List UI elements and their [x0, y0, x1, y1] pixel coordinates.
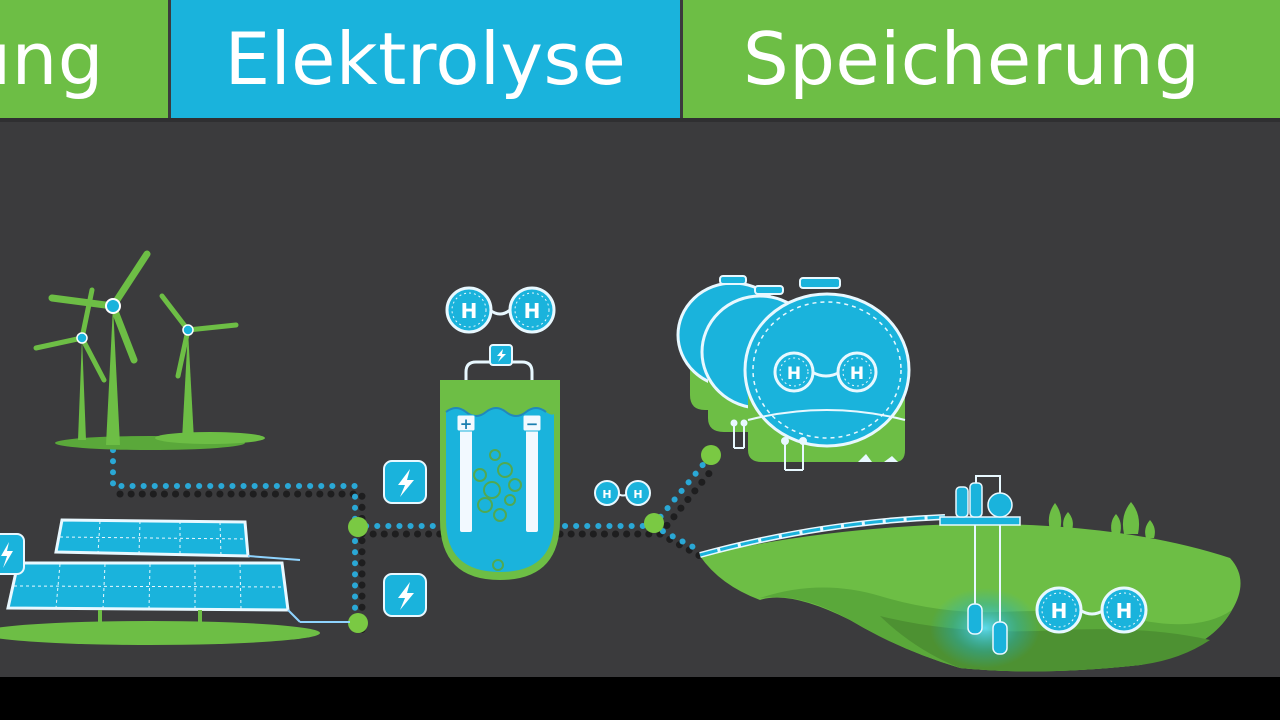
hydrogen-atom-label: H [1116, 599, 1133, 623]
lightning-bolt-icon [383, 460, 427, 504]
hydrogen-molecule-icon: H H [594, 480, 651, 506]
junction-node [348, 517, 368, 537]
pipe-junctions [348, 445, 721, 633]
junction-node [644, 513, 664, 533]
lightning-bolt-icon [383, 573, 427, 617]
tab-electrolysis-label: Elektrolyse [224, 17, 627, 101]
tab-generation[interactable]: ung [0, 0, 168, 118]
hydrogen-atom-label: H [524, 299, 541, 323]
header-shadow [0, 118, 1280, 122]
hydrogen-atom-label: H [461, 299, 478, 323]
wind-turbine-icon [33, 250, 265, 450]
hydrogen-molecule-icon: H H [773, 351, 878, 393]
underground-storage [699, 475, 1241, 672]
tab-storage[interactable]: Speicherung [683, 0, 1280, 118]
hydrogen-atom-label: H [787, 364, 801, 384]
letterbox-bar [0, 677, 1280, 720]
junction-node [348, 613, 368, 633]
hydrogen-molecule-icon: H H [445, 286, 556, 334]
junction-node [701, 445, 721, 465]
tab-electrolysis[interactable]: Elektrolyse [171, 0, 680, 118]
anode-symbol: + [460, 415, 473, 433]
hydrogen-atom-label: H [1051, 599, 1068, 623]
lightning-bolt-icon [0, 533, 25, 575]
tab-storage-label: Speicherung [743, 17, 1201, 101]
solar-panel-icon [0, 518, 350, 645]
process-diagram: + − H H H H [0, 118, 1280, 672]
hydrogen-atom-label: H [633, 488, 642, 501]
hydrogen-atom-label: H [602, 488, 611, 501]
hydrogen-molecule-icon: H H [1035, 586, 1148, 634]
tab-generation-label: ung [0, 17, 104, 101]
hydrogen-atom-label: H [850, 364, 864, 384]
cathode-symbol: − [526, 415, 539, 433]
electrolyser-icon: + − [440, 344, 560, 580]
